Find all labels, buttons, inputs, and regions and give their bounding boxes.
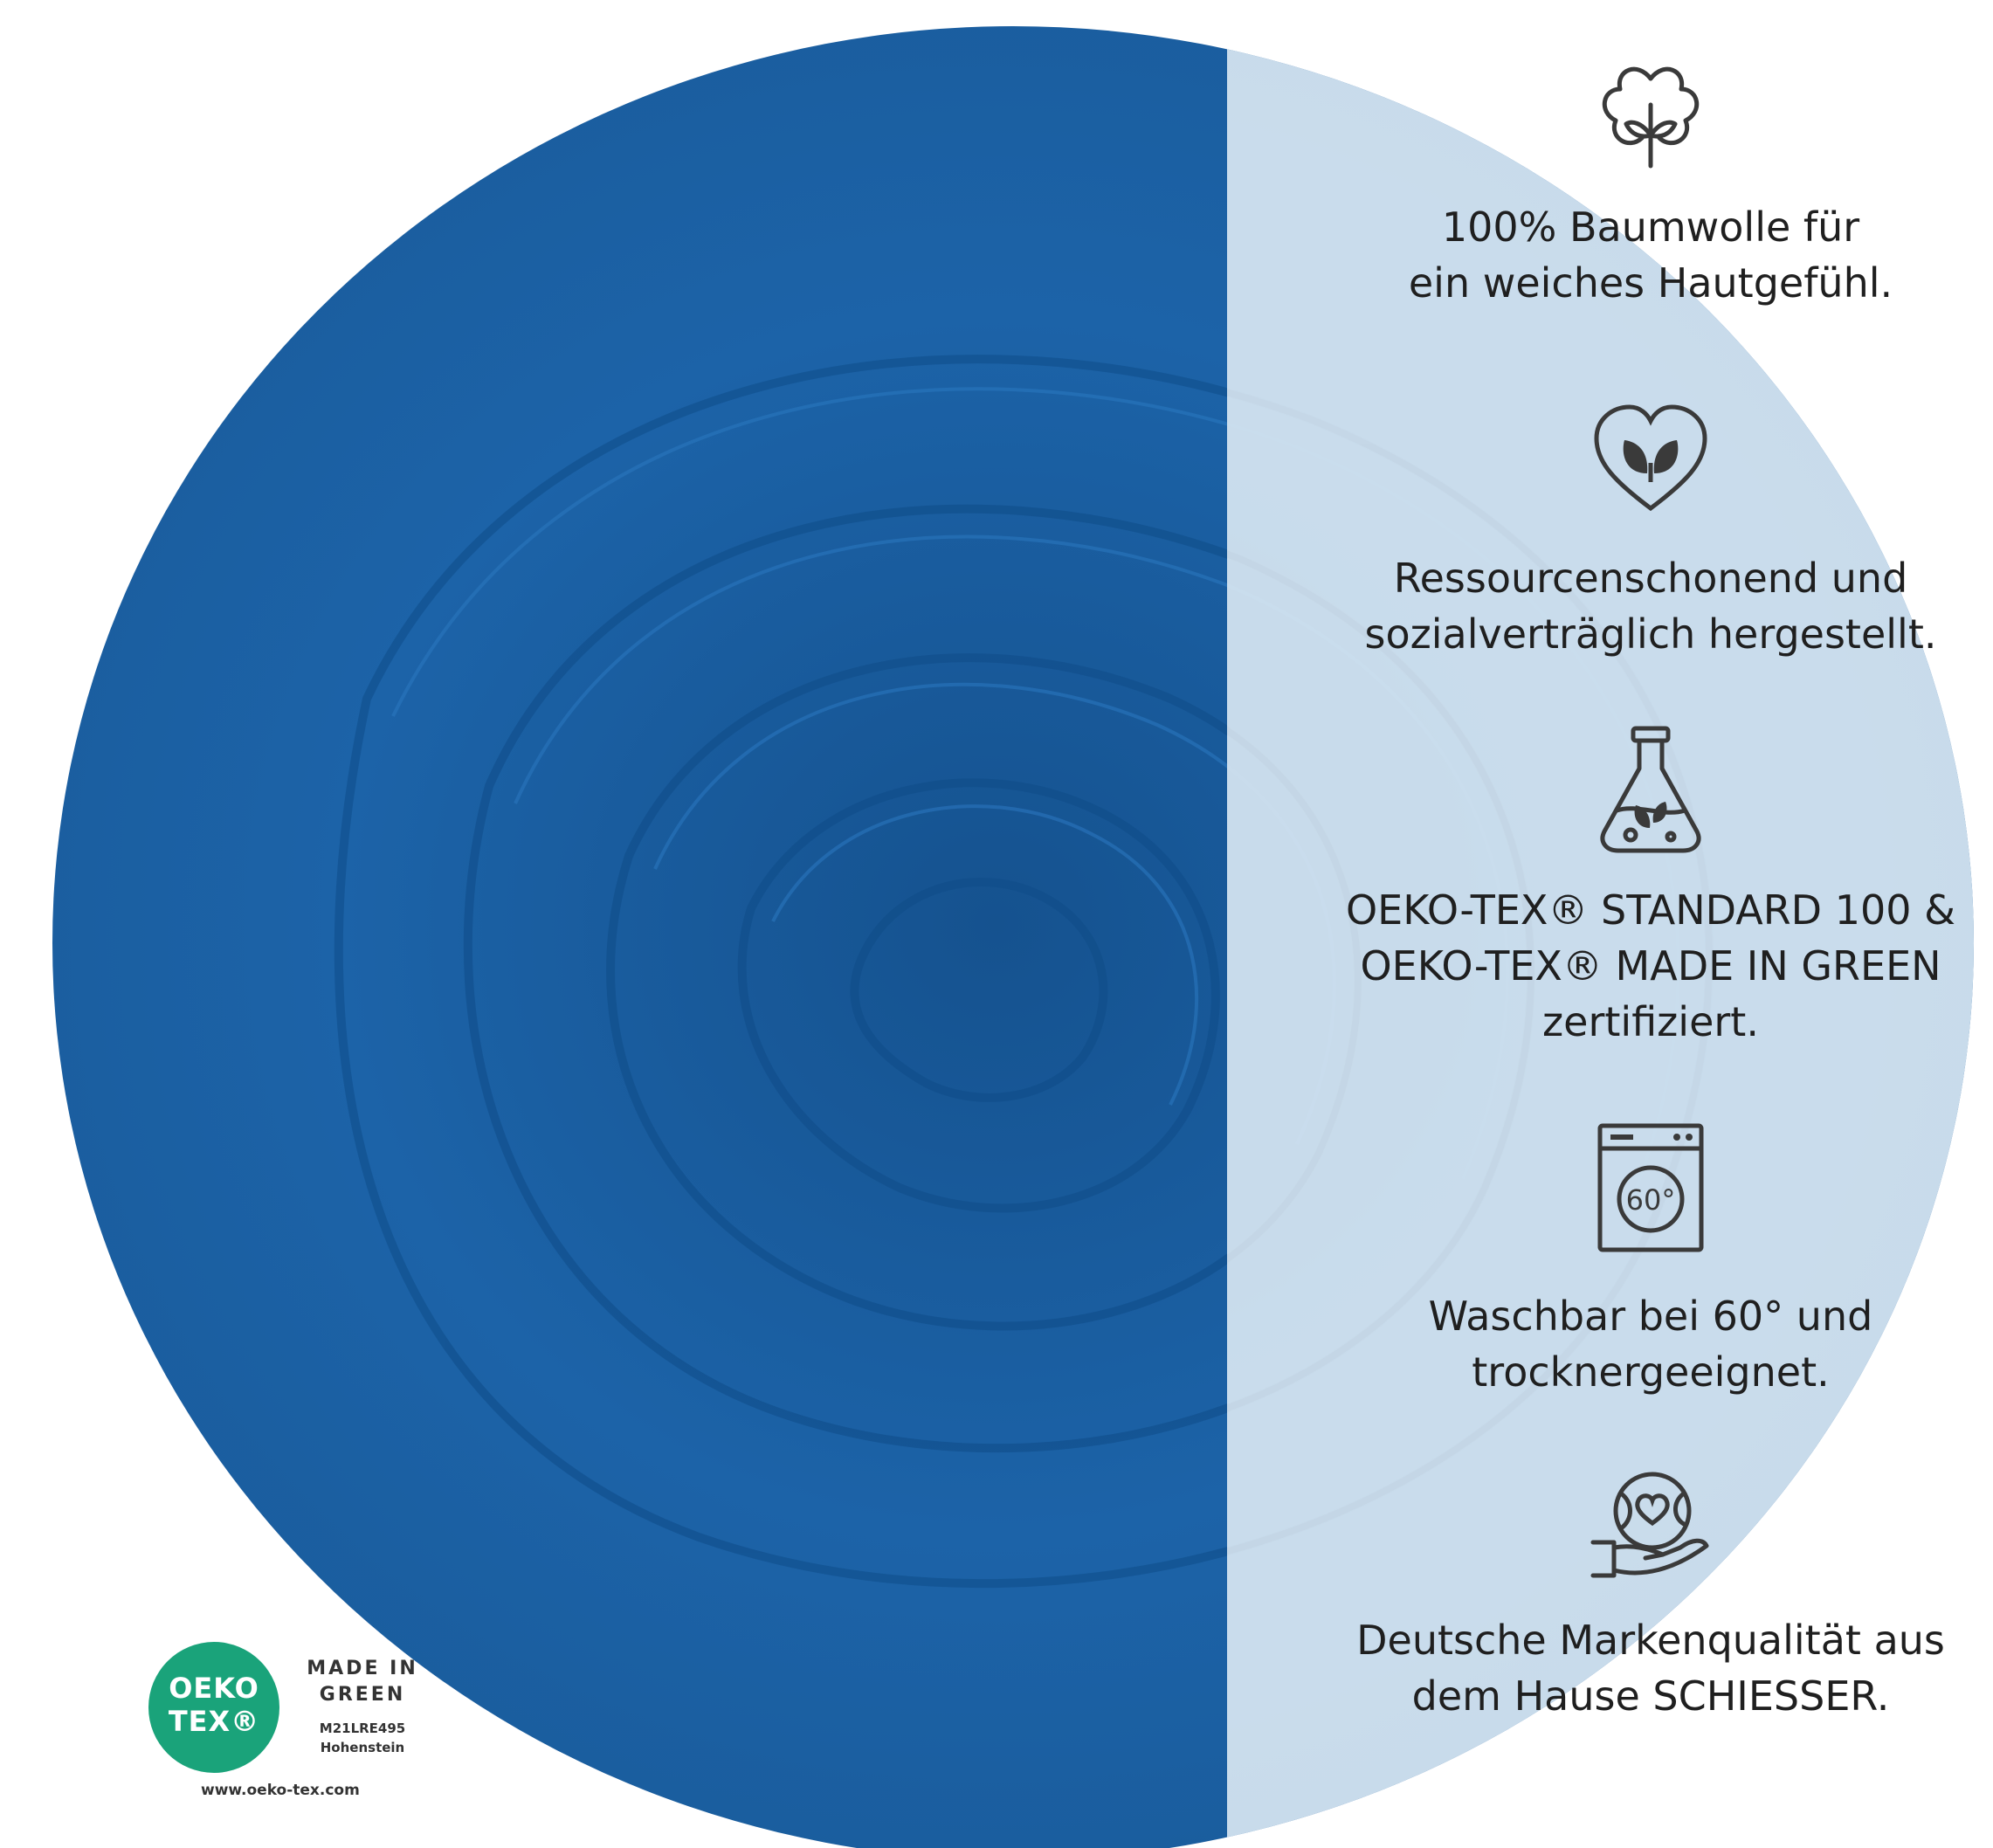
cotton-flower-icon — [1602, 66, 1700, 169]
features-list: 100% Baumwolle für ein weiches Hautgefüh… — [1310, 52, 1991, 1799]
corner-title-fragment: ER — [402, 125, 468, 177]
temperature-label: 60° — [1626, 1183, 1676, 1217]
label-institute: Hohenstein — [320, 1740, 405, 1755]
feature-sustainable: Ressourcenschonend und sozialverträglich… — [1310, 402, 1991, 662]
flask-leaves-icon — [1600, 726, 1701, 853]
oeko-logo-line1: OEKO — [169, 1672, 259, 1705]
label-code: M21LRE495 — [319, 1720, 406, 1736]
oeko-tex-logo: OEKO TEX® — [148, 1642, 279, 1773]
oeko-logo-line2: TEX® — [168, 1705, 260, 1738]
feature-sustainable-text: Ressourcenschonend und sozialverträglich… — [1364, 555, 1937, 658]
green-line: GREEN — [319, 1684, 406, 1706]
made-in-green-block: MADE IN GREEN M21LRE495 Hohenstein — [288, 1656, 437, 1757]
feature-cotton: 100% Baumwolle für ein weiches Hautgefüh… — [1310, 52, 1991, 311]
feature-brand-quality: Deutsche Markenqualität aus dem Hause SC… — [1310, 1467, 1991, 1724]
oeko-tex-url: www.oeko-tex.com — [201, 1782, 360, 1799]
feature-washable: 60° Waschbar bei 60° und trocknergeeigne… — [1310, 1122, 1991, 1400]
feature-washable-text: Waschbar bei 60° und trocknergeeignet. — [1428, 1293, 1873, 1396]
feature-oeko-tex-text: OEKO-TEX® STANDARD 100 & OEKO-TEX® MADE … — [1345, 886, 1956, 1045]
washing-machine-icon: 60° — [1597, 1123, 1704, 1252]
globe-hand-heart-icon — [1590, 1472, 1709, 1578]
heart-leaves-icon — [1594, 404, 1707, 512]
feature-oeko-tex: OEKO-TEX® STANDARD 100 & OEKO-TEX® MADE … — [1310, 725, 1991, 1050]
oeko-tex-made-in-green-label: OEKO TEX® MADE IN GREEN M21LRE495 Hohens… — [131, 1642, 437, 1817]
feature-cotton-text: 100% Baumwolle für ein weiches Hautgefüh… — [1408, 203, 1893, 307]
feature-brand-quality-text: Deutsche Markenqualität aus dem Hause SC… — [1356, 1617, 1945, 1720]
made-in-line: MADE IN — [307, 1658, 418, 1679]
